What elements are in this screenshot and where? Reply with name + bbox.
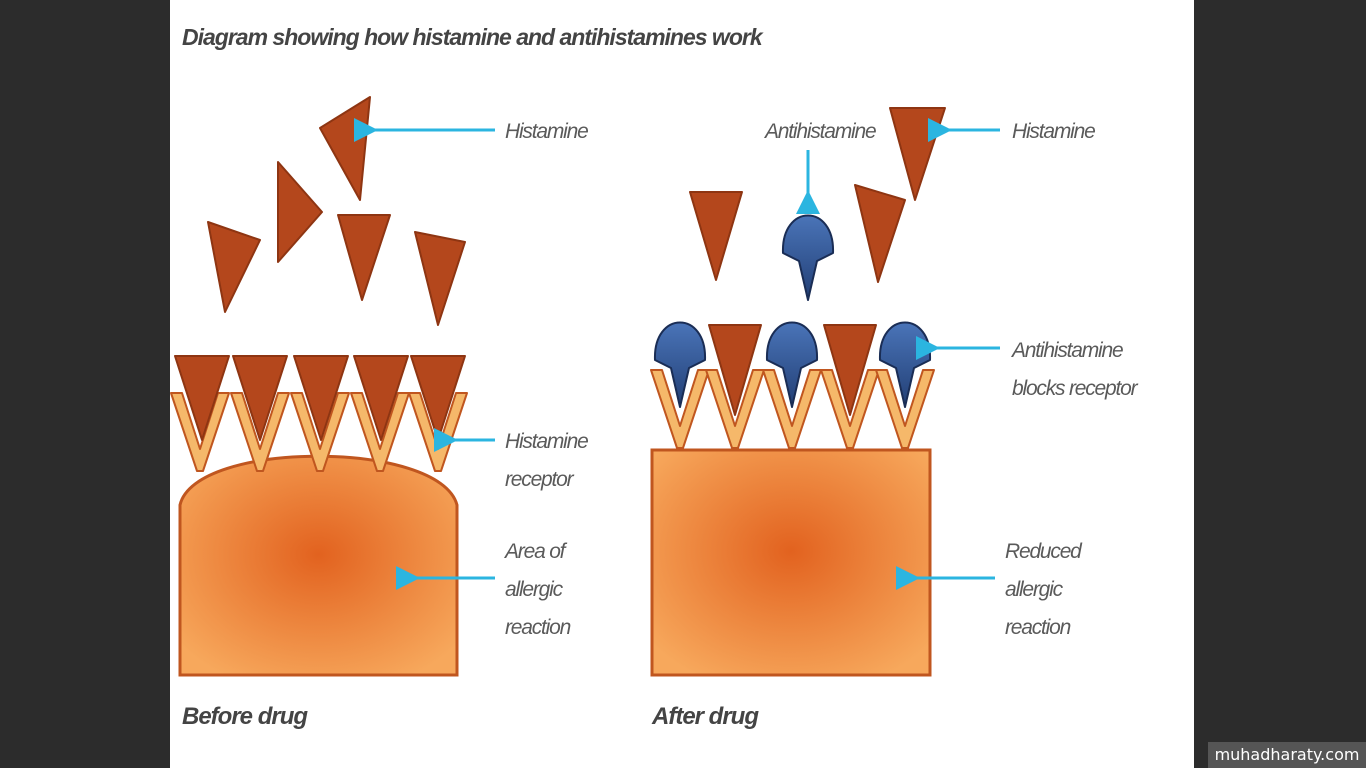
histamine-receptor bbox=[408, 392, 468, 472]
label-blocks-2: blocks receptor bbox=[1012, 377, 1139, 400]
histamine-receptor bbox=[820, 369, 880, 449]
label-reduced-2: allergic bbox=[1005, 578, 1064, 601]
histamine-receptor bbox=[290, 392, 350, 472]
histamine-molecule bbox=[337, 214, 391, 301]
label-area-1: Area of bbox=[503, 540, 568, 563]
histamine-molecule bbox=[277, 161, 323, 263]
histamine-receptor bbox=[875, 369, 935, 449]
watermark: muhadharaty.com bbox=[1208, 742, 1366, 768]
diagram-title: Diagram showing how histamine and antihi… bbox=[182, 24, 764, 50]
histamine-receptor bbox=[350, 392, 410, 472]
histamine-molecule bbox=[319, 96, 371, 201]
histamine-molecule bbox=[708, 324, 762, 416]
antihistamine-molecule bbox=[765, 321, 819, 408]
histamine-molecule bbox=[353, 355, 409, 441]
histamine-molecule bbox=[174, 355, 230, 441]
histamine-molecule bbox=[410, 355, 466, 441]
label-receptor-2: receptor bbox=[505, 468, 575, 491]
label-receptor-1: Histamine bbox=[505, 430, 588, 453]
reduced-allergic-cell bbox=[650, 448, 932, 677]
allergic-area-cell bbox=[178, 454, 459, 677]
label-area-3: reaction bbox=[505, 616, 571, 639]
histamine-molecule bbox=[207, 221, 261, 313]
histamine-molecule bbox=[293, 355, 349, 441]
caption-after-drug: After drug bbox=[651, 703, 759, 730]
label-reduced-3: reaction bbox=[1005, 616, 1071, 639]
antihistamine-molecule bbox=[781, 214, 835, 301]
label-blocks-1: Antihistamine bbox=[1010, 339, 1123, 362]
histamine-molecule bbox=[232, 355, 288, 441]
label-area-2: allergic bbox=[505, 578, 564, 601]
histamine-molecule bbox=[823, 324, 877, 416]
histamine-molecule bbox=[689, 191, 743, 281]
histamine-receptor bbox=[762, 369, 822, 449]
antihistamine-molecule bbox=[653, 321, 707, 408]
label-histamine-right: Histamine bbox=[1012, 120, 1095, 143]
histamine-receptor bbox=[650, 369, 710, 449]
histamine-molecule bbox=[889, 107, 946, 201]
histamine-receptor bbox=[230, 392, 290, 472]
label-antihistamine: Antihistamine bbox=[763, 120, 876, 143]
histamine-molecule bbox=[414, 231, 466, 326]
label-reduced-1: Reduced bbox=[1005, 540, 1083, 563]
histamine-receptor bbox=[705, 369, 765, 449]
histamine-receptor bbox=[170, 392, 230, 472]
label-histamine-left: Histamine bbox=[505, 120, 588, 143]
caption-before-drug: Before drug bbox=[182, 703, 308, 730]
histamine-molecule bbox=[854, 184, 906, 283]
